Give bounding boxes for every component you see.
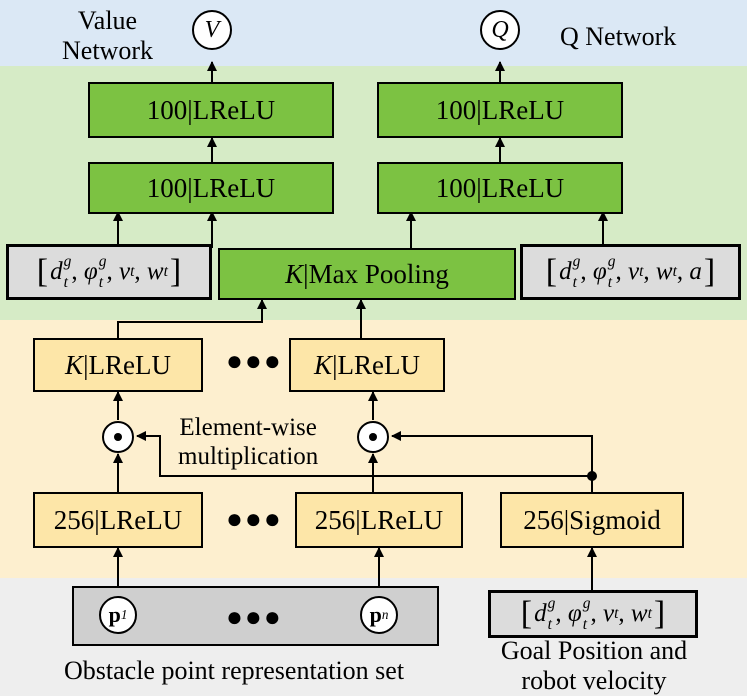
q-network-label: Q Network [560, 22, 677, 51]
pooling-k-symbol: K [285, 258, 304, 289]
pooling-label: |Max Pooling [303, 258, 449, 289]
arrow-sigmoid-left-mult [136, 431, 592, 477]
lrelu-256-left-layer: 256|LReLU [33, 492, 203, 548]
value-output-node: V [192, 10, 232, 50]
goal-label: Goal Position and robot velocity [500, 636, 688, 695]
arrow-sigmoid-right-mult [391, 431, 593, 476]
k-lrelu-right-layer: K|LReLU [289, 338, 445, 392]
q-fc1-layer: 100|LReLU [377, 162, 623, 214]
q-fc2-layer: 100|LReLU [377, 82, 623, 138]
obstacle-set-label: Obstacle point representation set [64, 656, 405, 685]
multiply-left-node [102, 421, 134, 453]
k-lrelu-left-layer: K|LReLU [33, 338, 203, 392]
value-network-label: Value Network [62, 6, 153, 65]
ellipsis-k-layers: ●●● [226, 346, 283, 377]
ellipsis-points: ●●● [226, 602, 283, 633]
value-fc1-layer: 100|LReLU [88, 162, 334, 214]
q-output-node: Q [480, 10, 520, 50]
arrow-lrelu-left-pool [117, 299, 267, 338]
junction-dot [587, 471, 597, 481]
value-fc2-layer: 100|LReLU [88, 82, 334, 138]
sigmoid-256-layer: 256|Sigmoid [500, 492, 684, 548]
output-band [0, 0, 747, 66]
lrelu-256-right-layer: 256|LReLU [295, 492, 463, 548]
ellipsis-256-layers: ●●● [226, 504, 283, 535]
element-wise-label: Element-wise multiplication [178, 414, 319, 470]
max-pooling-layer: K|Max Pooling [218, 248, 516, 300]
multiply-right-node [357, 421, 389, 453]
